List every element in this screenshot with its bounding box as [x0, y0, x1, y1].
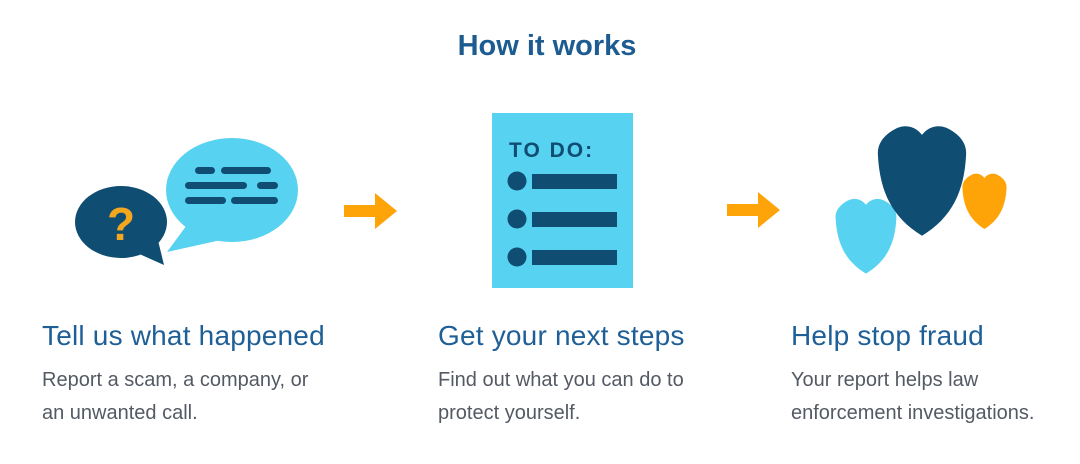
step-3-column: Help stop fraud Your report helps law en…: [791, 320, 1080, 430]
chat-text-lines: [185, 167, 278, 204]
step-2-description-line-1: Find out what you can do to: [438, 369, 684, 391]
right-arrow-icon: [727, 192, 780, 228]
shields-icon: [835, 126, 1007, 274]
speech-bubbles-icon: ?: [75, 138, 298, 265]
step-1-description-line-2: an unwanted call.: [42, 402, 198, 424]
step-1-heading: Tell us what happened: [42, 320, 325, 351]
step-1-description: Report a scam, a company, or an unwanted…: [42, 364, 392, 430]
step-3-heading: Help stop fraud: [791, 320, 984, 351]
todo-list-items: [507, 171, 617, 267]
step-2-heading: Get your next steps: [438, 320, 685, 351]
step-3-description: Your report helps law enforcement invest…: [791, 364, 1080, 430]
question-bubble-navy: ?: [75, 186, 167, 265]
todo-list-icon: TO DO:: [492, 113, 633, 288]
step-1-description-line-1: Report a scam, a company, or: [42, 369, 309, 391]
question-mark-glyph: ?: [107, 198, 135, 250]
step-2-description: Find out what you can do to protect your…: [438, 364, 788, 430]
step-1-column: Tell us what happened Report a scam, a c…: [42, 320, 392, 430]
shield-orange: [962, 173, 1007, 229]
step-2-column: Get your next steps Find out what you ca…: [438, 320, 788, 430]
section-title: How it works: [457, 30, 637, 62]
shield-navy: [877, 126, 967, 236]
step-3-description-line-2: enforcement investigations.: [791, 402, 1035, 424]
right-arrow-icon: [344, 193, 397, 229]
shield-light-blue: [835, 198, 897, 274]
todo-heading-label: TO DO:: [509, 139, 594, 162]
step-2-description-line-2: protect yourself.: [438, 402, 581, 424]
step-3-description-line-1: Your report helps law: [791, 369, 979, 391]
chat-bubble-light: [166, 138, 298, 252]
